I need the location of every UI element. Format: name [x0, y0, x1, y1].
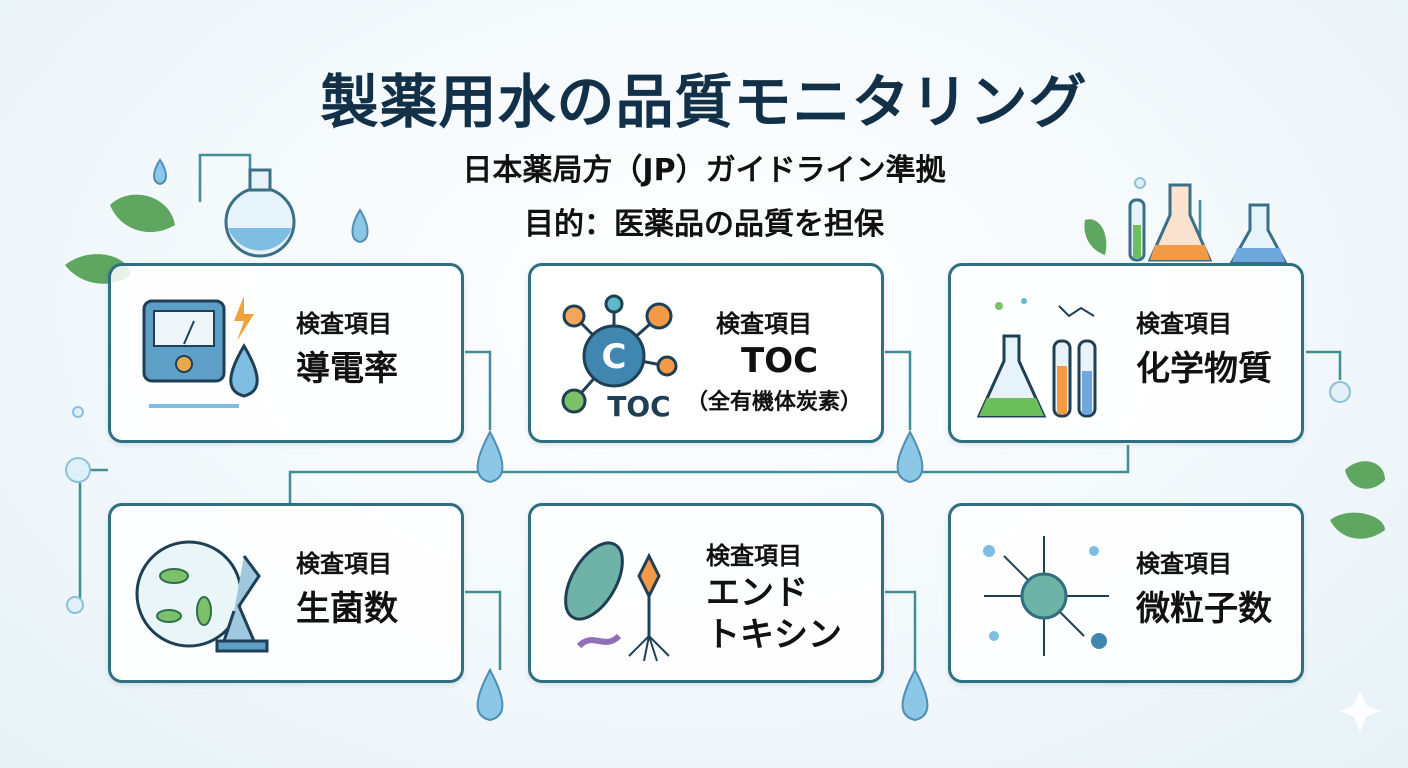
toc-icon-text: TOC — [607, 390, 670, 423]
card-detail: （全有機体炭素） — [686, 390, 863, 415]
carbon-letter: C — [602, 337, 627, 377]
subtitle-guideline: 日本薬局方（JP）ガイドライン準拠 — [462, 153, 946, 188]
leaf-icon — [65, 194, 1385, 539]
card-endotoxin: 検査項目 エンド トキシン — [528, 503, 884, 683]
card-label: 検査項目 — [296, 550, 392, 578]
water-drop-icon — [153, 158, 929, 722]
bacteria-virus-icon — [564, 541, 670, 662]
card-name-line2: トキシン — [706, 615, 842, 655]
chemistry-flask-icon — [976, 298, 1097, 418]
card-label: 検査項目 — [706, 542, 802, 570]
card-label: 検査項目 — [296, 310, 392, 338]
card-name: 生菌数 — [296, 589, 398, 629]
card-name: 微粒子数 — [1136, 589, 1272, 629]
particle-icon — [983, 536, 1109, 656]
sparkle-icon — [1339, 690, 1381, 732]
card-label: 検査項目 — [1136, 550, 1232, 578]
microscope-petri-icon — [135, 540, 269, 653]
subtitle-purpose: 目的：医薬品の品質を担保 — [524, 207, 884, 242]
conductivity-meter-icon — [142, 296, 259, 408]
card-viable-count: 検査項目 生菌数 — [108, 503, 464, 683]
card-toc: C TOC 検査項目 TOC （全有機体炭素） — [528, 263, 884, 443]
card-chemicals: 検査項目 化学物質 — [948, 263, 1304, 443]
card-name: TOC — [741, 341, 819, 381]
page-title: 製薬用水の品質モニタリング — [320, 68, 1088, 136]
card-conductivity: 検査項目 導電率 — [108, 263, 464, 443]
lab-glassware-icon — [1128, 183, 1288, 264]
card-label: 検査項目 — [716, 310, 812, 338]
carbon-molecule-icon: C TOC — [561, 294, 678, 423]
card-name: 導電率 — [296, 349, 398, 389]
card-particles: 検査項目 微粒子数 — [948, 503, 1304, 683]
card-name: 化学物質 — [1136, 349, 1272, 389]
bubble-icon — [65, 177, 1351, 614]
flask-icon — [224, 168, 296, 258]
card-name: エンド — [706, 573, 808, 613]
card-label: 検査項目 — [1136, 310, 1232, 338]
